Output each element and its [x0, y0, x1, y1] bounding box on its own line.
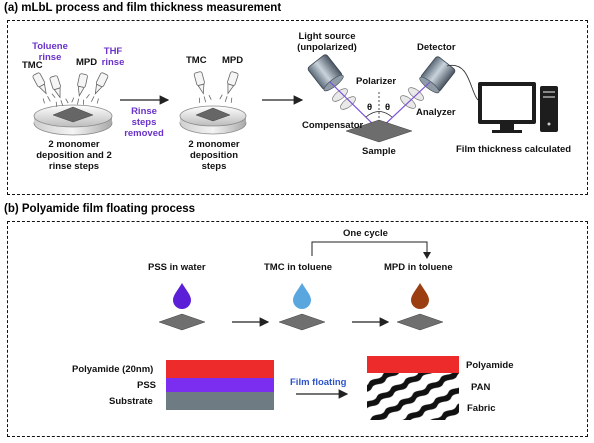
mid-caption-line-3: steps — [201, 161, 227, 172]
toluene-rinse-line-2: rinse — [38, 52, 62, 63]
rinse-steps-removed: Rinse steps removed — [120, 106, 168, 139]
left-caption-line-3: rinse steps — [48, 161, 100, 172]
label-tmc-middle: TMC — [186, 55, 207, 66]
rinse-removed-line-3: removed — [124, 128, 164, 139]
theta-left: θ — [367, 102, 373, 113]
mid-caption-line-2: deposition — [189, 150, 239, 161]
analyzer-label: Analyzer — [416, 107, 456, 118]
tmc-in-toluene-label: TMC in toluene — [264, 262, 333, 273]
label-toluene-rinse: Toluene rinse — [30, 41, 70, 63]
spin-coater-left — [33, 104, 113, 136]
pipettes-left — [32, 72, 109, 107]
pipettes-middle — [193, 71, 239, 103]
layer-polyamide-left — [166, 360, 274, 378]
section-a-frame — [7, 20, 588, 195]
polyamide-20nm-label: Polyamide (20nm) — [72, 364, 154, 375]
layer-pan-fabric-right — [367, 373, 459, 420]
sample-label: Sample — [362, 146, 396, 157]
computer-caption: Film thickness calculated — [456, 144, 572, 155]
layer-pss-left — [166, 378, 274, 392]
compensator-label: Compensator — [302, 120, 364, 131]
label-thf-rinse: THF rinse — [98, 46, 128, 68]
rinse-removed-line-1: Rinse — [131, 106, 157, 117]
wafer-2 — [278, 313, 326, 331]
wafer-3 — [396, 313, 444, 331]
pss-in-water-label: PSS in water — [148, 262, 206, 273]
computer-icon — [478, 82, 558, 133]
mpd-in-toluene-label: MPD in toluene — [384, 262, 453, 273]
left-step-caption: 2 monomer deposition and 2 rinse steps — [28, 139, 120, 172]
theta-right: θ — [385, 102, 391, 113]
tmc-drop-icon — [293, 283, 311, 309]
detector-label: Detector — [417, 42, 456, 53]
label-mpd-left: MPD — [76, 57, 98, 68]
film-floating-label: Film floating — [290, 377, 347, 388]
label-mpd-middle: MPD — [222, 55, 244, 66]
section-b-title: (b) Polyamide film floating process — [4, 203, 196, 215]
section-a-title: (a) mLbL process and film thickness meas… — [4, 2, 282, 14]
ellipsometer — [307, 54, 479, 143]
layer-substrate-left — [166, 392, 274, 410]
left-caption-line-2: deposition and 2 — [36, 150, 112, 161]
layer-polyamide-right — [367, 356, 459, 373]
pss-label: PSS — [137, 380, 157, 391]
toluene-rinse-line-1: Toluene — [32, 41, 68, 52]
mpd-drop-icon — [411, 283, 429, 309]
light-source-line-2: (unpolarized) — [297, 42, 357, 53]
one-cycle-label: One cycle — [343, 228, 388, 239]
fabric-label: Fabric — [467, 403, 496, 414]
polyamide-label: Polyamide — [466, 360, 514, 371]
pan-label: PAN — [471, 382, 491, 393]
thf-rinse-line-1: THF — [103, 46, 123, 57]
pss-drop-icon — [173, 283, 191, 309]
wafer-1 — [158, 313, 206, 331]
rinse-removed-line-2: steps — [131, 117, 157, 128]
middle-step-caption: 2 monomer deposition steps — [174, 139, 254, 172]
light-source-label: Light source (unpolarized) — [290, 31, 364, 53]
spin-coater-middle — [179, 105, 247, 135]
mid-caption-line-1: 2 monomer — [188, 139, 240, 150]
section-b-frame — [7, 221, 588, 437]
one-cycle-bracket — [311, 241, 428, 256]
one-cycle-arrowhead — [423, 252, 431, 259]
polarizer-label: Polarizer — [356, 76, 397, 87]
light-source-line-1: Light source — [298, 31, 356, 42]
left-caption-line-1: 2 monomer — [48, 139, 100, 150]
label-tmc-left: TMC — [22, 60, 43, 71]
substrate-label: Substrate — [109, 396, 153, 407]
thf-rinse-line-2: rinse — [101, 57, 125, 68]
